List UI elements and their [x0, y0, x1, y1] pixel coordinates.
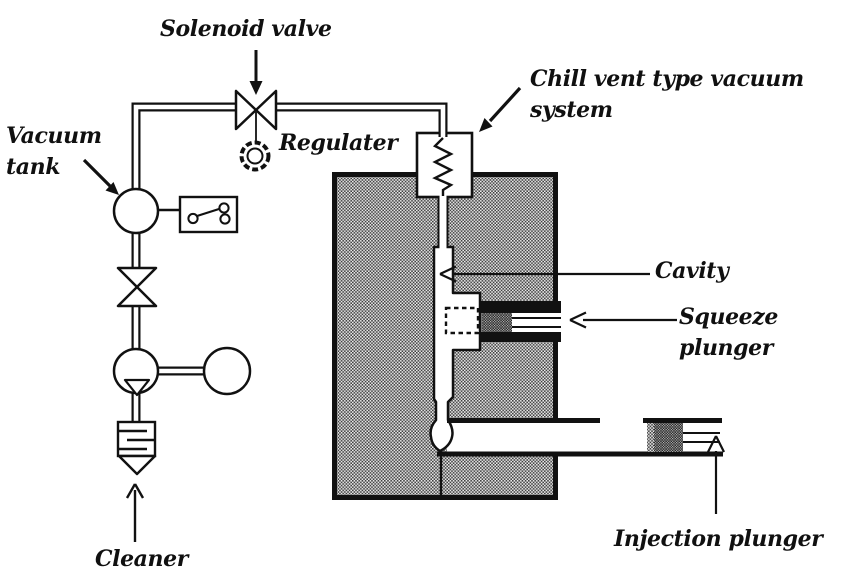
- shutoff-valve-symbol: [116, 266, 158, 308]
- vacuum-pump-symbol: [112, 347, 160, 397]
- solenoid-valve-arrow: [249, 50, 263, 95]
- cavity-arrow: [439, 265, 650, 283]
- squeeze-plunger-assembly: [444, 301, 561, 342]
- injection-plunger-tip: [647, 423, 655, 452]
- regulator-symbol: [239, 140, 271, 172]
- vent-channel: [437, 194, 449, 249]
- vacuum-tank-arrow: [82, 158, 119, 195]
- chill-vent-symbol: [415, 131, 474, 199]
- regulator-label: Regulater: [279, 130, 398, 156]
- vacuum-tank-symbol: [112, 187, 182, 235]
- injection-plunger-assembly: [437, 418, 723, 457]
- cavity-label: Cavity: [655, 258, 729, 284]
- vacuum-switch-symbol: [178, 195, 239, 234]
- cleaner-label: Cleaner: [95, 546, 188, 572]
- squeeze-plunger-tip: [482, 313, 512, 332]
- chill-vent-zigzag: [432, 137, 454, 196]
- solenoid-valve-label: Solenoid valve: [160, 16, 332, 42]
- vacuum-tank-label: Vacuum tank: [6, 123, 102, 181]
- chill-vent-label: Chill vent type vacuum system: [530, 66, 804, 124]
- chill-vent-arrow: [479, 86, 522, 132]
- injection-plunger-label: Injection plunger: [614, 526, 823, 552]
- shot-sleeve-channel: [447, 423, 563, 452]
- squeeze-pin-dashed-outline: [444, 306, 480, 335]
- injection-plunger-arrow: [707, 435, 725, 514]
- cleaner-filter-symbol: [116, 420, 157, 476]
- solenoid-valve-symbol: [234, 89, 278, 131]
- squeeze-plunger-arrow: [569, 311, 677, 329]
- cleaner-arrow: [125, 483, 145, 542]
- squeeze-plunger-label: Squeeze plunger: [679, 304, 778, 362]
- motor-symbol: [202, 346, 252, 396]
